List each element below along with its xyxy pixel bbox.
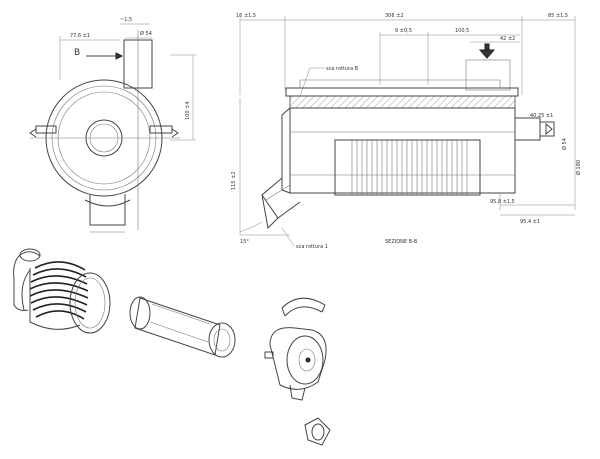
side-view: 16 ±1,5 306 ±2 85 ±1,5 9 ±0,5 100,5 42 ±… (231, 13, 582, 250)
bracket (281, 297, 326, 317)
side-label-scale-bottom: sca rottura 1 (296, 244, 328, 250)
filter-cartridge (129, 296, 236, 358)
side-dim-outlet: Ø 54 (561, 138, 568, 150)
front-dim-top: ~1,5 (120, 17, 132, 23)
front-dim-diameter: Ø 54 (140, 30, 152, 37)
side-dim-c: 42 ±2 (500, 36, 515, 42)
bellows (29, 261, 111, 334)
side-label-scale-top: sca rottura B (326, 66, 359, 72)
side-dim-left-height: 115 ±2 (231, 171, 237, 190)
side-dim-top-left: 16 ±1,5 (236, 13, 256, 19)
side-dim-small: 40,25 ±1 (530, 113, 553, 119)
front-dim-right: 100 ±4 (185, 101, 191, 120)
side-dim-right-height: Ø 180 (575, 160, 582, 175)
housing-cover (264, 327, 327, 401)
side-dim-bottom-a: 95,8 ±1,5 (490, 199, 515, 205)
side-dim-overall: 306 ±2 (385, 13, 404, 19)
side-dim-b: 100,5 (455, 28, 469, 34)
side-angle-label: 15° (240, 239, 249, 245)
front-dim-left: 77,6 ±1 (70, 33, 90, 39)
dust-valve (304, 417, 331, 446)
filter-pleats (334, 139, 481, 196)
exploded-view (13, 248, 331, 446)
front-view-label: B (74, 48, 80, 58)
side-caption: SEZIONE B-B (385, 239, 418, 245)
front-view: 77,6 ±1 ~1,5 Ø 54 100 ±4 B (29, 17, 196, 233)
side-dim-bottom-b: 95,4 ±1 (520, 219, 540, 225)
side-dim-top-right: 85 ±1,5 (548, 13, 568, 19)
intake-elbow (13, 248, 41, 311)
side-dim-a: 9 ±0,5 (395, 28, 412, 34)
